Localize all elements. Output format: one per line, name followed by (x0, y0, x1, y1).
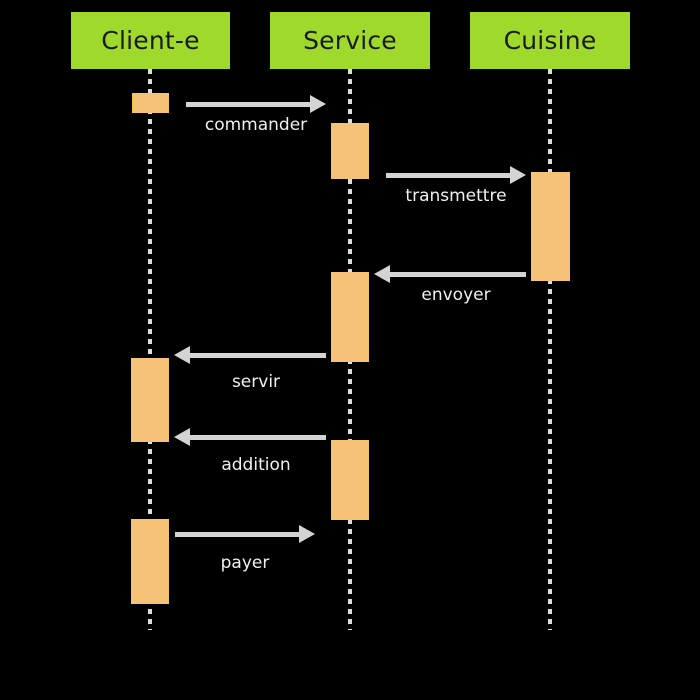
message-label-payer: payer (220, 553, 270, 573)
participant-box-client[interactable]: Client-e (71, 12, 230, 69)
message-arrowhead-transmettre (510, 166, 526, 184)
message-line-addition (190, 434, 326, 440)
message-arrowhead-servir (174, 346, 190, 364)
message-line-commander (186, 101, 310, 107)
message-label-servir: servir (231, 372, 281, 392)
activation-bar-client (132, 93, 169, 113)
message-label-envoyer: envoyer (421, 285, 491, 305)
activation-bar-service (331, 123, 369, 179)
message-line-payer (175, 531, 299, 537)
lifeline-cuisine (548, 69, 552, 630)
activation-bar-service (331, 272, 369, 362)
activation-bar-service (331, 440, 369, 520)
activation-bar-client (131, 358, 169, 442)
lifeline-client (148, 69, 152, 630)
message-label-commander: commander (204, 115, 308, 135)
message-arrowhead-commander (310, 95, 326, 113)
message-arrowhead-payer (299, 525, 315, 543)
message-label-addition: addition (221, 455, 291, 475)
message-arrowhead-addition (174, 428, 190, 446)
participant-box-service[interactable]: Service (270, 12, 430, 69)
participant-label-client: Client-e (101, 26, 200, 55)
message-line-envoyer (390, 271, 526, 277)
activation-bar-client (131, 519, 169, 604)
message-line-transmettre (386, 172, 510, 178)
message-line-servir (190, 352, 326, 358)
message-arrowhead-envoyer (374, 265, 390, 283)
participant-label-service: Service (303, 26, 397, 55)
participant-label-cuisine: Cuisine (503, 26, 597, 55)
activation-bar-cuisine (531, 172, 570, 281)
participant-box-cuisine[interactable]: Cuisine (470, 12, 630, 69)
message-label-transmettre: transmettre (405, 186, 507, 206)
